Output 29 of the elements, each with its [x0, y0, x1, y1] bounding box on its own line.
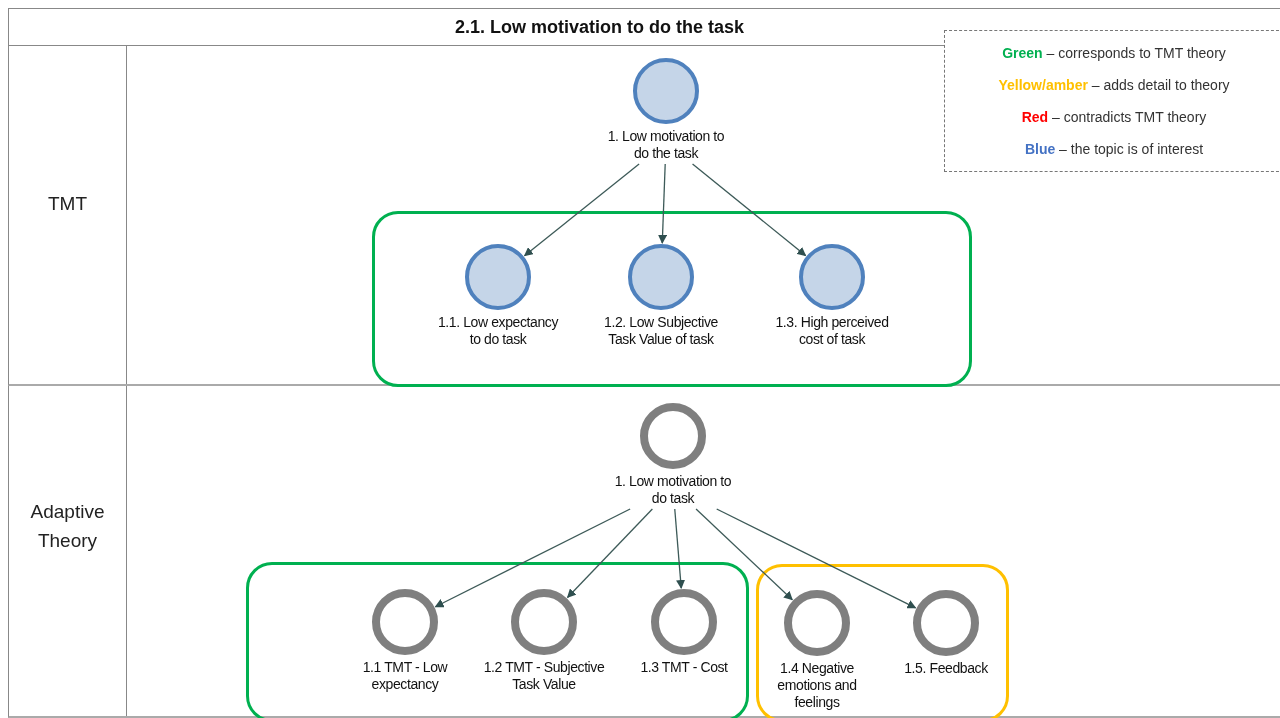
node-label: 1.2. Low Subjective Task Value of task — [603, 314, 719, 348]
row-header: TMT — [46, 192, 88, 216]
legend-entry: Green – corresponds to TMT theory — [1001, 45, 1227, 61]
arrow — [523, 163, 640, 257]
node-label: 1. Low motivation to do the task — [606, 128, 726, 162]
legend-entry: Blue – the topic is of interest — [1023, 141, 1205, 157]
node-label: 1.5. Feedback — [904, 660, 988, 677]
arrow — [434, 508, 631, 608]
legend-entry: Red – contradicts TMT theory — [1020, 109, 1208, 125]
node-label: 1. Low motivation to do task — [613, 473, 733, 507]
group-frame — [756, 564, 1009, 718]
legend-entry: Yellow/amber – adds detail to theory — [997, 77, 1231, 93]
row-header: Adaptive Theory — [29, 500, 106, 553]
arrow — [658, 163, 668, 244]
arrow — [566, 508, 653, 599]
arrow — [691, 163, 807, 257]
table-row-frame — [8, 386, 1280, 718]
node-label: 1.4 Negative emotions and feelings — [776, 660, 858, 711]
group-frame — [372, 211, 972, 387]
node-label: 1.2 TMT - Subjective Task Value — [482, 659, 606, 693]
node-label: 1.1. Low expectancy to do task — [436, 314, 560, 348]
diagram-title: 2.1. Low motivation to do the task — [455, 16, 744, 38]
node-label: 1.3. High perceived cost of task — [774, 314, 890, 348]
node-label: 1.1 TMT - Low expectancy — [361, 659, 449, 693]
group-frame — [246, 562, 749, 718]
arrow — [716, 508, 917, 609]
arrow — [674, 508, 686, 589]
arrow — [695, 508, 793, 601]
node-label: 1.3 TMT - Cost — [640, 659, 728, 676]
